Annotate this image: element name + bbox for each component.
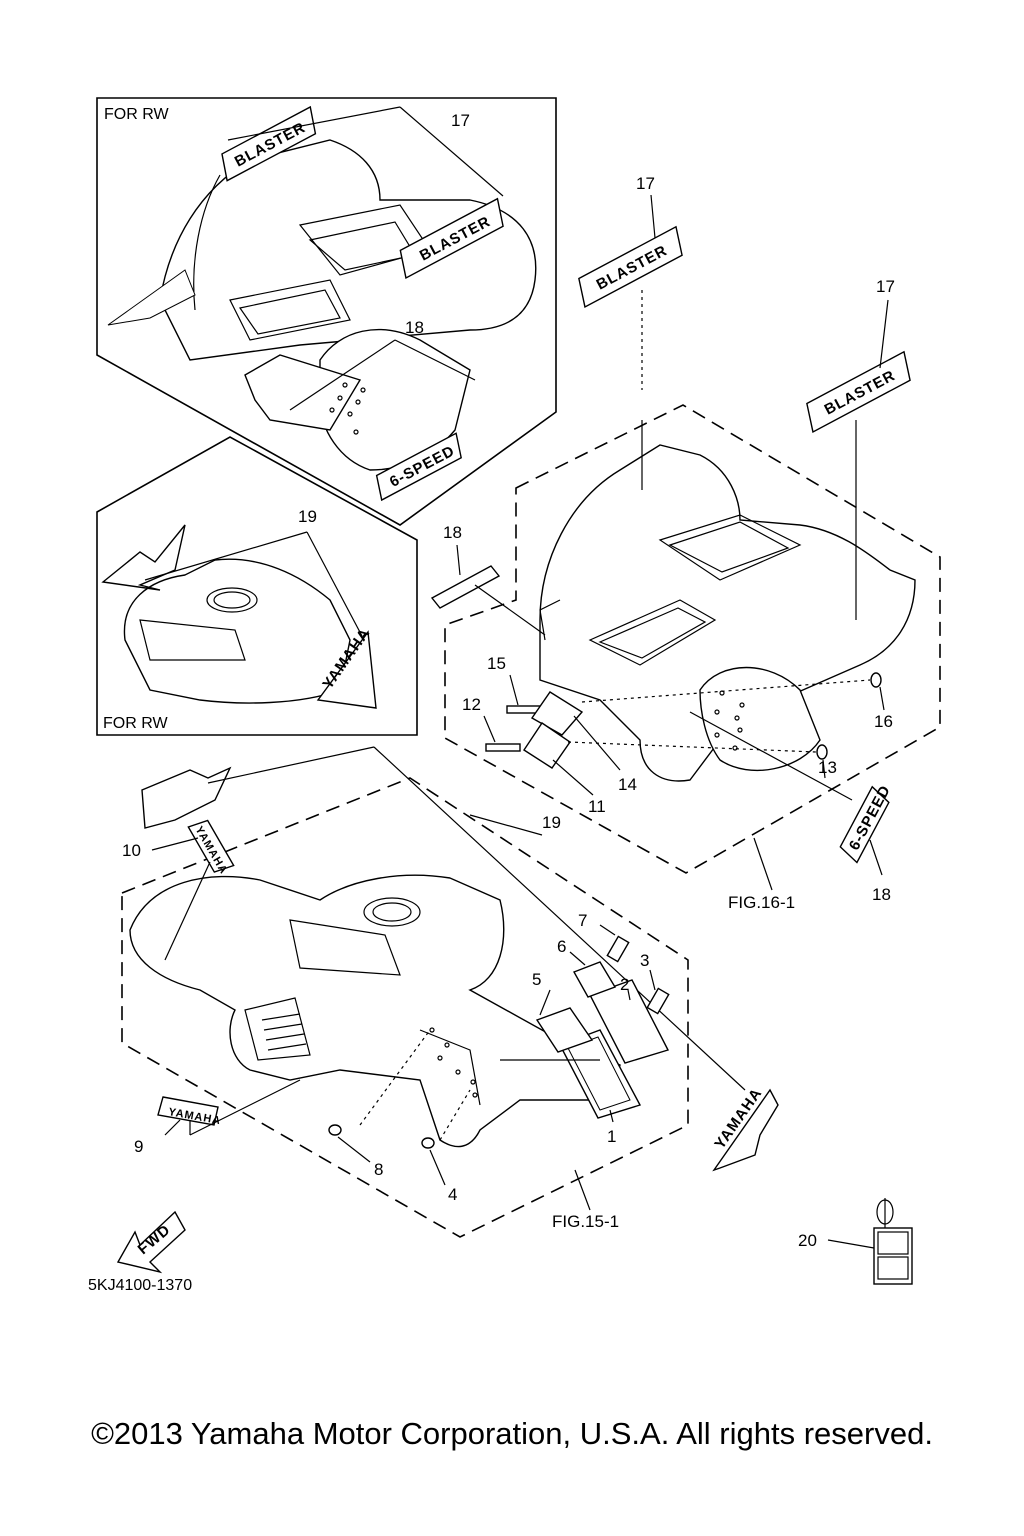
fasteners-rear: [483, 672, 885, 796]
figure-ref-15-1: FIG.15-1: [552, 1212, 619, 1231]
callout-15: 15: [487, 654, 506, 673]
callout-2: 2: [620, 975, 629, 994]
front-fender-holes: [429, 1027, 478, 1098]
callout-5: 5: [532, 970, 541, 989]
callout-17: 17: [451, 111, 470, 130]
front-fender-assembly: YAMAHA 10 19 YAMAHA YAMAHA 9: [121, 746, 779, 1238]
fasteners-front: [328, 924, 670, 1186]
inset-rear-fender-for-rw: FOR RW BLASTER BLASTER: [96, 97, 557, 526]
callout-18-strip: 18: [443, 523, 462, 542]
callout-13: 13: [818, 758, 837, 777]
callout-11: 11: [588, 797, 606, 816]
callout-10: 10: [122, 841, 141, 860]
fwd-arrow: FWD: [116, 1210, 186, 1274]
yamaha-side-decal: YAMAHA: [711, 1085, 779, 1172]
rear-fender-assembly: BLASTER 17 BLASTER 17 18: [430, 174, 941, 912]
tag-part-20: 20: [798, 1198, 913, 1285]
inset-label-for-rw-bottom: FOR RW: [103, 715, 168, 732]
callout-12: 12: [462, 695, 481, 714]
strip-decal-18: 18: [430, 523, 546, 636]
callout-18: 18: [405, 318, 424, 337]
callout-17-a: 17: [636, 174, 655, 193]
inset-tank-for-rw: FOR RW YAMAHA 19: [96, 436, 418, 736]
blaster-decal-17-vertical: BLASTER: [578, 225, 683, 308]
inset-label-for-rw-top: FOR RW: [104, 106, 169, 123]
vent-grille: [261, 1013, 307, 1051]
callout-17-b: 17: [876, 277, 895, 296]
callout-8: 8: [374, 1160, 383, 1179]
six-speed-decal-18: 6-SPEED: [839, 782, 894, 864]
callout-4: 4: [448, 1185, 457, 1204]
part-code: 5KJ4100-1370: [88, 1277, 192, 1294]
callout-3: 3: [640, 951, 649, 970]
callout-20: 20: [798, 1231, 817, 1250]
yamaha-decal-10: YAMAHA: [187, 819, 235, 876]
copyright-notice: ©2013 Yamaha Motor Corporation, U.S.A. A…: [91, 1416, 933, 1451]
callout-19: 19: [542, 813, 561, 832]
callout-6: 6: [557, 937, 566, 956]
callout-18-speed: 18: [872, 885, 891, 904]
callout-19-inset: 19: [298, 507, 317, 526]
fender-mounting-holes: [329, 382, 366, 435]
blaster-decal-17-right: BLASTER: [806, 350, 911, 433]
callout-7: 7: [578, 911, 587, 930]
callout-1: 1: [607, 1127, 616, 1146]
figure-ref-16-1: FIG.16-1: [728, 893, 795, 912]
callout-16: 16: [874, 712, 893, 731]
callout-9: 9: [134, 1137, 143, 1156]
callout-14: 14: [618, 775, 637, 794]
